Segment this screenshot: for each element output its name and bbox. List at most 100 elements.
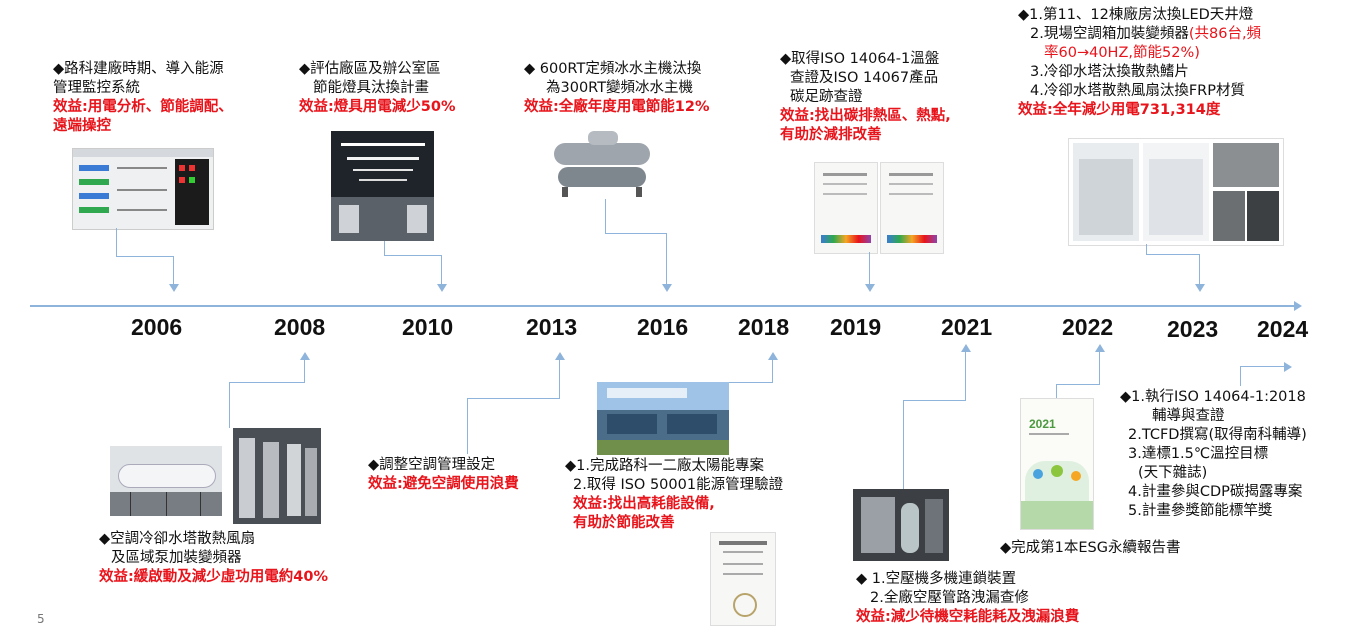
event-2023: ◆1.第11、12棟廠房汰換LED天井燈 2.現場空調箱加裝變頻器(共86台,頻…	[1018, 6, 1261, 120]
connector-2019-arrow	[865, 284, 875, 292]
event-2006: ◆路科建廠時期、導入能源 管理監控系統 效益:用電分析、節能調配、 遠端操控	[53, 60, 233, 136]
event-2019: ◆取得ISO 14064-1溫盤 查證及ISO 14067產品 碳足跡查證 效益…	[780, 50, 951, 145]
connector-2006-arrow	[169, 284, 179, 292]
event-2021: ◆ 1.空壓機多機連鎖裝置 2.全廠空壓管路洩漏查修 效益:減少待機空耗能耗及洩…	[856, 570, 1079, 627]
event-2023-line3-highlight: 率60→40HZ,節能52%)	[1044, 45, 1200, 61]
event-2018: ◆1.完成路科一二廠太陽能專案 2.取得 ISO 50001能源管理驗證 效益:…	[565, 457, 783, 533]
event-2022: ◆完成第1本ESG永續報告書	[1000, 539, 1180, 558]
event-2008-benefit: 效益:緩啟動及減少虛功用電約40%	[99, 569, 329, 585]
connector-2022	[1056, 384, 1100, 385]
connector-2010	[441, 255, 442, 286]
event-2016: ◆ 600RT定頻冰水主機汰換 為300RT變頻冰水主機 效益:全廠年度用電節能…	[524, 60, 710, 117]
cooling-tower-photo	[110, 446, 222, 516]
connector-2022-arrow	[1095, 344, 1105, 352]
event-2024-line: (天下雜誌)	[1138, 465, 1208, 481]
solar-plant-photo	[597, 382, 729, 455]
event-2023-line: 4.冷卻水塔散熱風扇汰換FRP材質	[1030, 83, 1245, 99]
event-2021-line: ◆ 1.空壓機多機連鎖裝置	[856, 571, 1017, 587]
event-2024-line: 5.計畫參獎節能標竿獎	[1128, 503, 1273, 519]
connector-2008	[229, 382, 305, 383]
timeline-axis	[30, 305, 1296, 307]
event-2023-line: 2.現場空調箱加裝變頻器(共86台,頻	[1018, 25, 1261, 44]
air-compressor-photo	[853, 489, 949, 561]
event-2016-benefit: 效益:全廠年度用電節能12%	[524, 99, 710, 115]
connector-2024	[1240, 366, 1241, 386]
event-2019-benefit: 有助於減排改善	[780, 127, 882, 143]
event-2006-line: 管理監控系統	[53, 80, 140, 96]
year-2008: 2008	[274, 314, 326, 340]
connector-2006	[173, 256, 174, 286]
event-2018-benefit: 效益:找出高耗能設備,	[573, 496, 715, 512]
event-2008-line: 及區域泵加裝變頻器	[111, 550, 242, 566]
connector-2022	[1056, 384, 1057, 398]
connector-2021	[903, 400, 904, 489]
iso14067-certificate	[880, 162, 944, 254]
event-2006-benefit: 效益:用電分析、節能調配、	[53, 99, 233, 115]
pump-room-photo	[233, 428, 321, 524]
connector-2024-arrow	[1284, 362, 1292, 372]
event-2016-line: ◆ 600RT定頻冰水主機汰換	[524, 61, 702, 77]
event-2024-line: ◆1.執行ISO 14064-1:2018	[1120, 389, 1306, 405]
connector-2016	[666, 233, 667, 286]
event-2024-line: 3.達標1.5℃溫控目標	[1128, 446, 1269, 462]
iso14064-certificate	[814, 162, 878, 254]
event-2010: ◆評估廠區及辦公室區 節能燈具汰換計畫 效益:燈具用電減少50%	[299, 60, 456, 117]
event-2023-line: 3.冷卻水塔汰換散熱鰭片	[1030, 64, 1189, 80]
event-2019-line: 碳足跡查證	[790, 89, 863, 105]
event-2013-line: ◆調整空調管理設定	[368, 457, 496, 473]
connector-2019	[869, 252, 870, 286]
event-2023-line2-highlight: (共86台,頻	[1188, 26, 1262, 42]
connector-2022	[1099, 352, 1100, 384]
event-2019-line: ◆取得ISO 14064-1溫盤	[780, 51, 940, 67]
event-2018-line: ◆1.完成路科一二廠太陽能專案	[565, 458, 764, 474]
connector-2016	[605, 199, 606, 233]
year-2010: 2010	[402, 314, 454, 340]
connector-2024	[1240, 366, 1286, 367]
connector-2013	[467, 398, 560, 399]
event-2013-benefit: 效益:避免空調使用浪費	[368, 476, 519, 492]
connector-2010	[384, 241, 385, 255]
event-2010-line: 節能燈具汰換計畫	[313, 80, 429, 96]
event-2019-benefit: 效益:找出碳排熱區、熱點,	[780, 108, 951, 124]
event-2016-line: 為300RT變頻冰水主機	[546, 80, 694, 96]
event-2024: ◆1.執行ISO 14064-1:2018 輔導與查證 2.TCFD撰寫(取得南…	[1120, 388, 1307, 521]
event-2010-line: ◆評估廠區及辦公室區	[299, 61, 441, 77]
event-2023-benefit: 效益:全年減少用電731,314度	[1018, 102, 1221, 118]
led-and-cooling-tower-collage	[1068, 138, 1284, 246]
event-2021-line: 2.全廠空壓管路洩漏查修	[870, 590, 1029, 606]
event-2023-line2: 2.現場空調箱加裝變頻器	[1030, 26, 1189, 42]
iso50001-certificate	[710, 532, 776, 626]
event-2006-benefit: 遠端操控	[53, 118, 111, 134]
connector-2023	[1199, 254, 1200, 286]
event-2024-line: 2.TCFD撰寫(取得南科輔導)	[1128, 427, 1307, 443]
event-2024-line: 輔導與查證	[1152, 408, 1225, 424]
connector-2013-arrow	[555, 352, 565, 360]
connector-2021-arrow	[961, 344, 971, 352]
event-2008: ◆空調冷卻水塔散熱風扇 及區域泵加裝變頻器 效益:緩啟動及減少虛功用電約40%	[99, 530, 328, 587]
connector-2008	[304, 360, 305, 382]
event-2022-line: ◆完成第1本ESG永續報告書	[1000, 540, 1181, 556]
event-2010-benefit: 效益:燈具用電減少50%	[299, 99, 456, 115]
year-2022: 2022	[1062, 314, 1114, 340]
year-2021: 2021	[941, 314, 993, 340]
connector-2018-arrow	[768, 352, 778, 360]
esg-report-cover: 2021	[1020, 398, 1094, 530]
event-2013: ◆調整空調管理設定 效益:避免空調使用浪費	[368, 456, 519, 494]
year-2018: 2018	[738, 314, 790, 340]
connector-2021	[903, 400, 966, 401]
connector-2008	[229, 382, 230, 428]
connector-2010-arrow	[437, 284, 447, 292]
event-2018-line: 2.取得 ISO 50001能源管理驗證	[573, 477, 784, 493]
year-2024: 2024	[1257, 316, 1309, 342]
connector-2016-arrow	[662, 284, 672, 292]
year-2016: 2016	[637, 314, 689, 340]
event-2021-benefit: 效益:減少待機空耗能耗及洩漏浪費	[856, 609, 1080, 625]
timeline-arrowhead	[1294, 301, 1302, 311]
year-2006: 2006	[131, 314, 183, 340]
event-2019-line: 查證及ISO 14067產品	[790, 70, 939, 86]
esg-report-cover-year: 2021	[1029, 417, 1056, 431]
chiller-photo	[548, 127, 658, 199]
connector-2023	[1146, 254, 1200, 255]
connector-2013	[467, 398, 468, 454]
energy-monitor-screenshot	[72, 148, 214, 230]
